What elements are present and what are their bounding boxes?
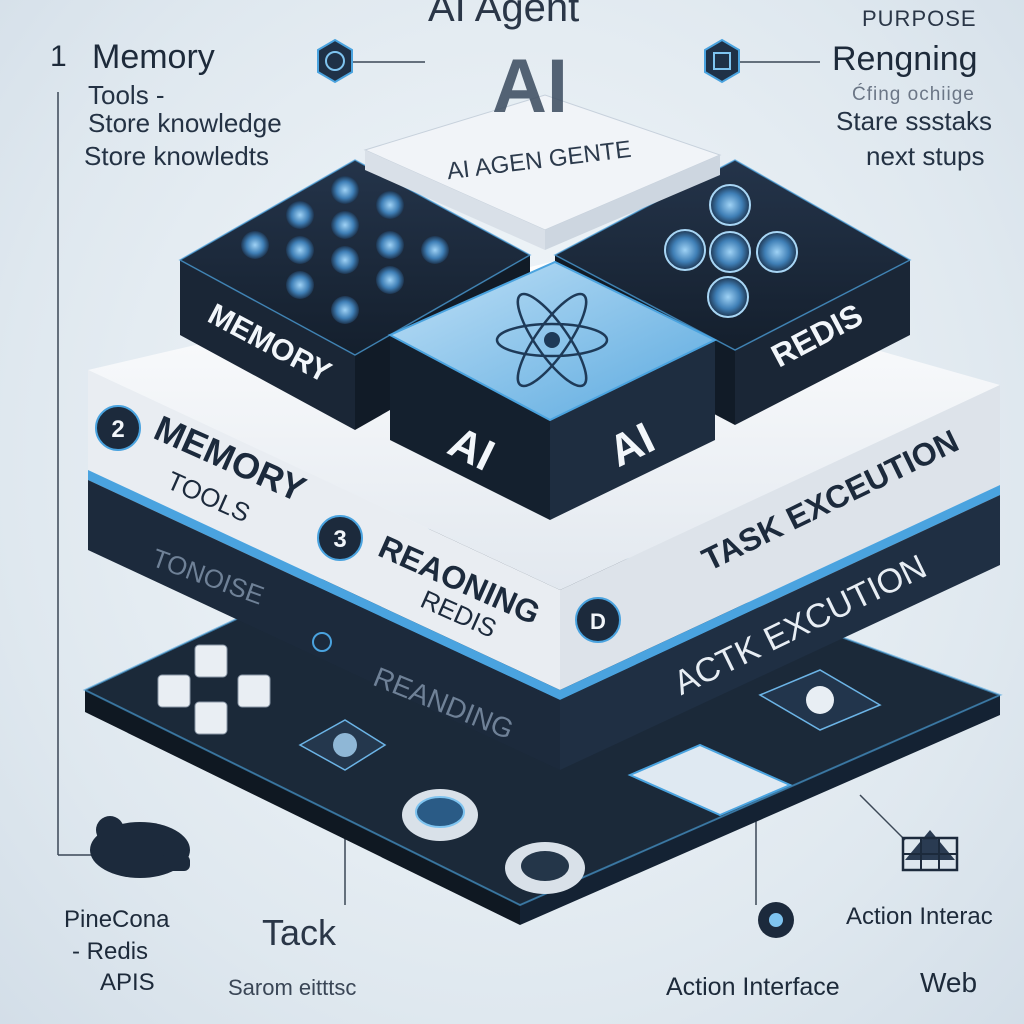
left-line-1: Tools - [88,80,165,110]
bottom-redis: - Redis [72,938,149,965]
right-line-2: next stups [866,141,985,171]
redis-node-grid [664,184,798,318]
small-dot-icon [312,632,332,652]
bottom-sarom: Sarom eitttsc [228,975,357,1000]
left-heading: Memory [92,38,215,76]
badge-2-text: 2 [111,416,124,443]
bottom-tack: Tack [262,912,337,953]
bottom-web: Web [920,967,978,998]
left-step-number: 1 [50,40,67,73]
hex-node-icon [704,38,740,84]
badge-3-text: 3 [333,526,346,553]
right-blur-line: Ćfing ochiige [852,84,975,105]
hex-node-icon [317,38,353,84]
right-heading: Rengning [832,40,978,78]
left-line-2: Store knowledge [88,108,282,138]
bottom-action-interface-right: Action Interac [846,903,993,930]
badge-2-circle [95,405,141,451]
diagram-title: AI Agent [428,0,580,30]
ai-badge-text: AI [492,44,568,129]
top-plate [363,94,722,250]
badge-d-circle [575,597,621,643]
cube-ai [387,260,718,520]
right-kicker: PURPOSE [862,6,977,31]
bottom-apis: APIS [100,969,155,996]
web-grid-icon [901,830,959,872]
left-line-3: Store knowledts [84,141,269,171]
bottom-action-interface: Action Interface [666,973,840,1001]
badge-d-text: D [590,609,606,634]
cloud-robot-icon [90,816,190,878]
bottom-pinecone: PineCona [64,906,170,933]
memory-node-grid [241,176,449,324]
badge-3-circle [317,515,363,561]
gear-node-icon [758,902,794,938]
right-line-1: Stare ssstaks [836,106,993,136]
